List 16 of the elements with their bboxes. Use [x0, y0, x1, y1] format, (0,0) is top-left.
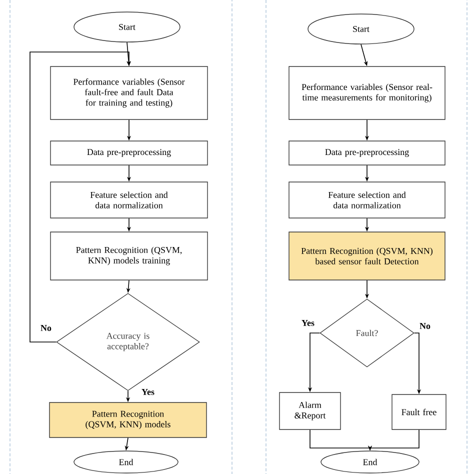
process-box: Feature selection and data normalization — [288, 182, 446, 218]
process-box: Feature selection and data normalization — [50, 182, 208, 218]
process-box: Alarm &Report — [279, 392, 341, 430]
process-box: Fault free — [392, 394, 446, 430]
process-box: Pattern Recognition (QSVM, KNN) based sensor fault Detection — [288, 232, 446, 280]
process-box: Pattern Recognition (QSVM, KNN) models training — [50, 232, 208, 280]
process-box: Data pre-preprocessing — [288, 140, 446, 166]
edge-label: No — [420, 323, 430, 329]
process-box: Pattern Recognition (QSVM, KNN) models — [49, 402, 207, 438]
edge-label: No — [40, 325, 52, 331]
arrow — [30, 52, 132, 342]
process-box: Performance variables (Sensor fault-free and fault Data for training and testing) — [50, 66, 208, 120]
edge-label: Yes — [142, 389, 154, 395]
process-box: Performance variables (Sensor real-time measurements for monitoring) — [288, 66, 446, 120]
edge-label: Yes — [302, 320, 314, 326]
process-box: Data pre-preprocessing — [50, 140, 208, 166]
